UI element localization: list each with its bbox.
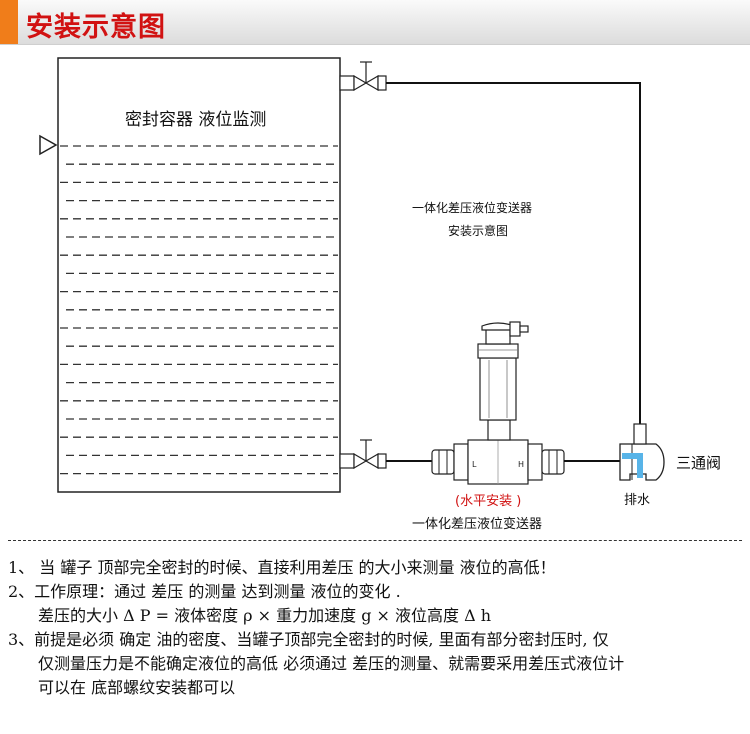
- top-impulse-line: [386, 82, 641, 424]
- diagram-title-line2: 安装示意图: [448, 223, 508, 238]
- drain-flow-indicator: [622, 453, 643, 478]
- note-line-2: 2、工作原理：通过 差压 的测量 达到测量 液位的变化 .: [8, 582, 401, 601]
- tank-label: 密封容器 液位监测: [125, 110, 266, 130]
- diagram-title-line1: 一体化差压液位变送器: [412, 200, 532, 215]
- installation-diagram: L H 密封容器 液位监测 一体化差压液位变送器 安装示意图 三通阀 排水 (水…: [39, 57, 721, 532]
- transmitter-label: 一体化差压液位变送器: [412, 516, 542, 532]
- drain-label: 排水: [624, 493, 650, 508]
- bottom-valve-icon: [339, 439, 387, 470]
- header-bar: 安装示意图: [0, 0, 750, 45]
- three-way-valve-icon: [619, 423, 665, 481]
- port-low-label: L: [472, 460, 477, 469]
- liquid-level-lines: [60, 145, 338, 475]
- section-divider: [8, 540, 742, 541]
- note-line-5: 仅测量压力是不能确定液位的高低 必须通过 差压的测量、就需要采用差压式液位计: [38, 654, 625, 673]
- note-line-3: 差压的大小 Δ P = 液体密度 ρ × 重力加速度 g × 液位高度 Δ h: [38, 606, 492, 625]
- top-valve-icon: [339, 61, 387, 92]
- transmitter-icon: [431, 321, 565, 485]
- notes-section: 1、 当 罐子 顶部完全密封的时候、直接利用差压 的大小来测量 液位的高低！ 2…: [8, 556, 738, 700]
- level-marker-icon: [39, 134, 58, 156]
- valve-label: 三通阀: [676, 454, 721, 472]
- install-note: (水平安装 ): [455, 494, 521, 509]
- port-high-label: H: [518, 460, 524, 469]
- note-line-1: 1、 当 罐子 顶部完全密封的时候、直接利用差压 的大小来测量 液位的高低！: [8, 558, 556, 577]
- sealed-tank: [57, 57, 341, 493]
- page-title: 安装示意图: [26, 12, 166, 43]
- header-accent: [0, 0, 18, 44]
- note-line-4: 3、前提是必须 确定 油的密度、当罐子顶部完全密封的时候, 里面有部分密封压时,…: [8, 630, 609, 649]
- note-line-6: 可以在 底部螺纹安装都可以: [38, 678, 236, 697]
